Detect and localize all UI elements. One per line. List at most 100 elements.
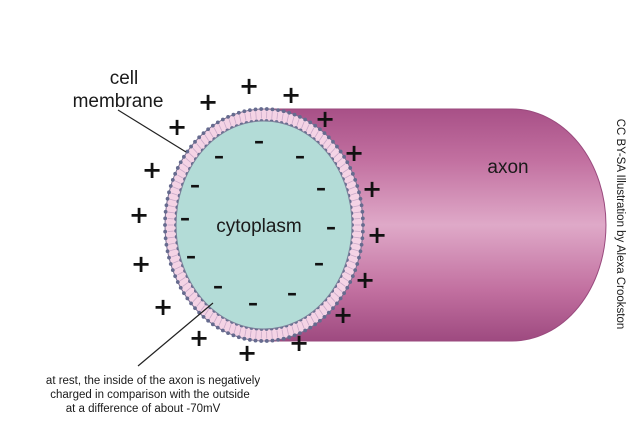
lipid-tail [339,163,346,168]
lipid-tail [286,327,289,335]
lipid-tail [223,321,227,329]
lipid-head [270,338,275,343]
lipid-tail [255,331,257,339]
positive-charge: + [239,72,259,100]
lipid-tail [168,236,175,239]
lipid-head [210,123,215,128]
lipid-head [322,131,327,136]
lipid-tail [179,168,186,173]
lipid-head [264,339,269,343]
lipid-head [201,131,206,136]
lipid-head [231,333,236,338]
lipid-head [178,285,183,290]
lipid-tail [314,312,319,319]
lipid-head [348,280,353,284]
lipid-head [185,296,190,301]
lipid-tail [213,316,218,323]
positive-charge: + [362,175,382,203]
lipid-head [335,144,339,149]
lipid-tail [177,174,183,179]
lipid-tail [352,198,359,202]
lipid-head [350,274,355,279]
cytoplasm-area [175,120,353,330]
lipid-head [248,108,252,113]
lipid-head [317,318,322,323]
lipid-head [342,154,346,159]
lipid-head [193,306,197,311]
positive-charge: + [131,250,151,278]
positive-charge: + [237,339,257,367]
lipid-tail [189,292,195,298]
lipid-head [353,268,358,273]
lipid-head [292,333,297,338]
lipid-head [359,203,364,208]
lipid-tail [179,277,186,282]
lipid-tail [349,186,356,190]
lipid-head [358,196,363,201]
negative-charge: – [316,176,326,200]
lipid-head [308,120,313,125]
lipid-tail [271,111,273,119]
positive-charge: + [189,324,209,352]
axon-label: axon [487,157,528,178]
lipid-head [270,107,275,112]
lipid-tail [233,116,237,124]
positive-charge: + [355,266,375,294]
lipid-tail [213,127,218,134]
lipid-tail [296,119,300,126]
lipid-tail [326,301,332,307]
lipid-head [215,120,220,125]
lipid-tail [318,134,324,141]
lipid-tail [182,282,189,287]
lipid-tail [286,115,289,123]
lipid-tail [192,296,198,303]
lipid-tail [353,205,360,208]
lipid-tail [171,254,178,258]
lipid-tail [169,198,176,202]
lipid-head [298,115,302,119]
negative-charge: – [186,244,196,268]
lipid-head [173,171,178,176]
lipid-tail [310,127,315,134]
positive-charge: + [167,113,187,141]
lipid-head [345,285,350,290]
lipid-tail [271,331,273,339]
lipid-tail [301,321,305,329]
lipid-head [201,314,206,319]
lipid-tail [209,131,214,138]
lipid-head [189,144,193,149]
positive-charge: + [129,201,149,229]
lipid-head [359,242,364,247]
lipid-tail [200,305,206,312]
lipid-head [355,262,360,266]
lipid-tail [189,152,195,158]
lipid-tail [333,292,339,298]
negative-charge: – [214,144,224,168]
lipid-head [173,274,178,279]
lipid-tail [244,329,247,337]
lipid-head [193,139,197,144]
lipid-tail [305,124,310,131]
cytoplasm-label: cytoplasm [216,216,302,237]
lipid-head [360,209,365,214]
lipid-head [236,335,241,340]
lipid-tail [192,147,198,154]
positive-charge: + [142,156,162,184]
lipid-head [264,107,269,111]
lipid-head [345,160,350,165]
lipid-head [338,149,343,154]
lipid-head [163,209,168,214]
lipid-tail [255,111,257,119]
lipid-head [361,223,365,227]
lipid-tail [281,329,284,337]
lipid-tail [322,138,328,145]
positive-charge: + [315,105,335,133]
lipid-tail [296,324,300,331]
cell-membrane-label-line2: membrane [73,91,164,112]
lipid-tail [172,260,179,264]
lipid-tail [168,205,175,208]
lipid-tail [350,254,357,258]
lipid-tail [233,326,237,334]
lipid-tail [291,326,295,334]
